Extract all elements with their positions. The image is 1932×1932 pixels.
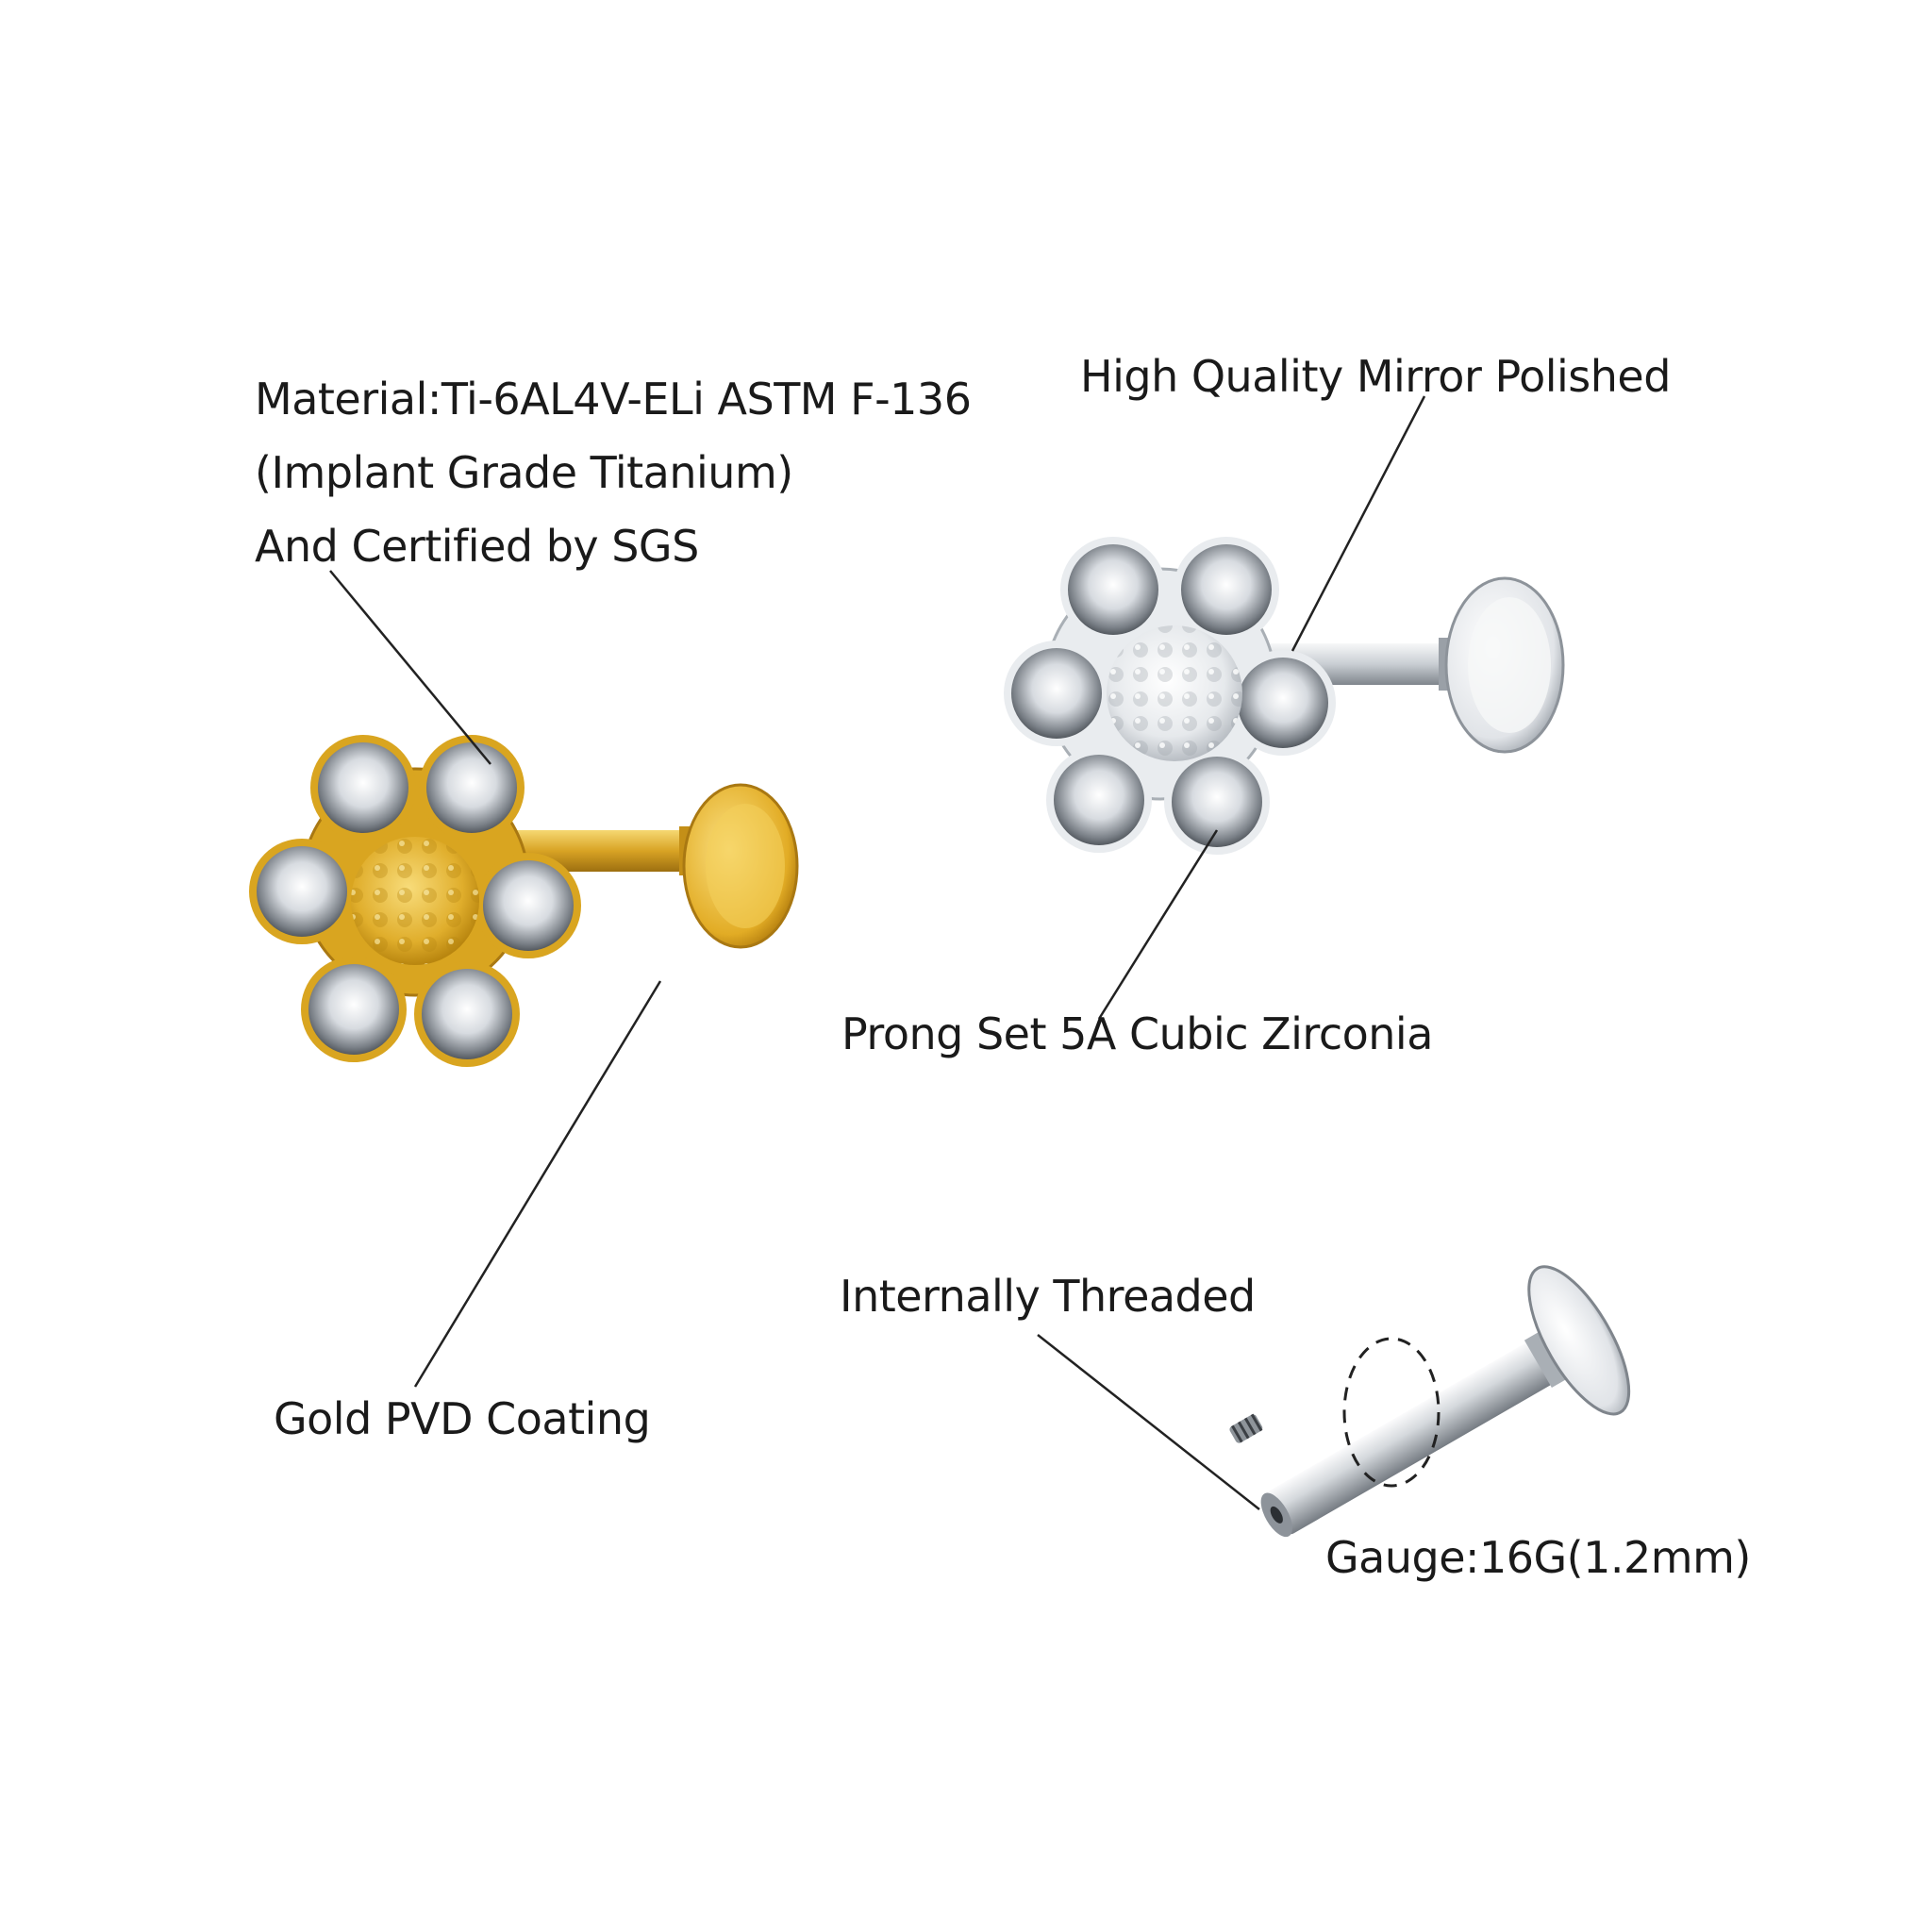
silver-gems: [1004, 537, 1336, 855]
mirror-polished-label: High Quality Mirror Polished: [1080, 351, 1671, 402]
gold-post: [514, 783, 799, 949]
gold-labret-stud: [249, 735, 799, 1067]
mirror-callout-line: [1291, 395, 1426, 652]
gold-flower: [249, 735, 581, 1067]
gold-coating-label: Gold PVD Coating: [274, 1393, 651, 1444]
silver-post: [1255, 576, 1565, 754]
prong-callout-line: [1097, 829, 1219, 1020]
material-callout-line: [329, 570, 491, 765]
material-label: Material:Ti-6AL4V-ELi ASTM F-136 (Implan…: [255, 362, 972, 583]
silver-labret-stud: [1004, 537, 1565, 855]
prong-set-label: Prong Set 5A Cubic Zirconia: [841, 1008, 1433, 1059]
material-line-3: And Certified by SGS: [255, 521, 699, 572]
internally-threaded-label: Internally Threaded: [840, 1271, 1256, 1322]
screw-thread: [1229, 1413, 1263, 1443]
thread-highlight-circle: [1342, 1337, 1441, 1488]
gauge-label: Gauge:16G(1.2mm): [1325, 1532, 1751, 1583]
bare-labret-post: [1229, 1265, 1631, 1538]
threaded-callout-line: [1037, 1334, 1260, 1510]
callout-lines: [329, 395, 1426, 1510]
material-line-1: Material:Ti-6AL4V-ELi ASTM F-136: [255, 374, 972, 425]
coating-callout-line: [413, 980, 662, 1388]
material-line-2: (Implant Grade Titanium): [255, 447, 793, 498]
silver-flower: [1004, 537, 1336, 855]
gold-gems: [249, 735, 581, 1067]
